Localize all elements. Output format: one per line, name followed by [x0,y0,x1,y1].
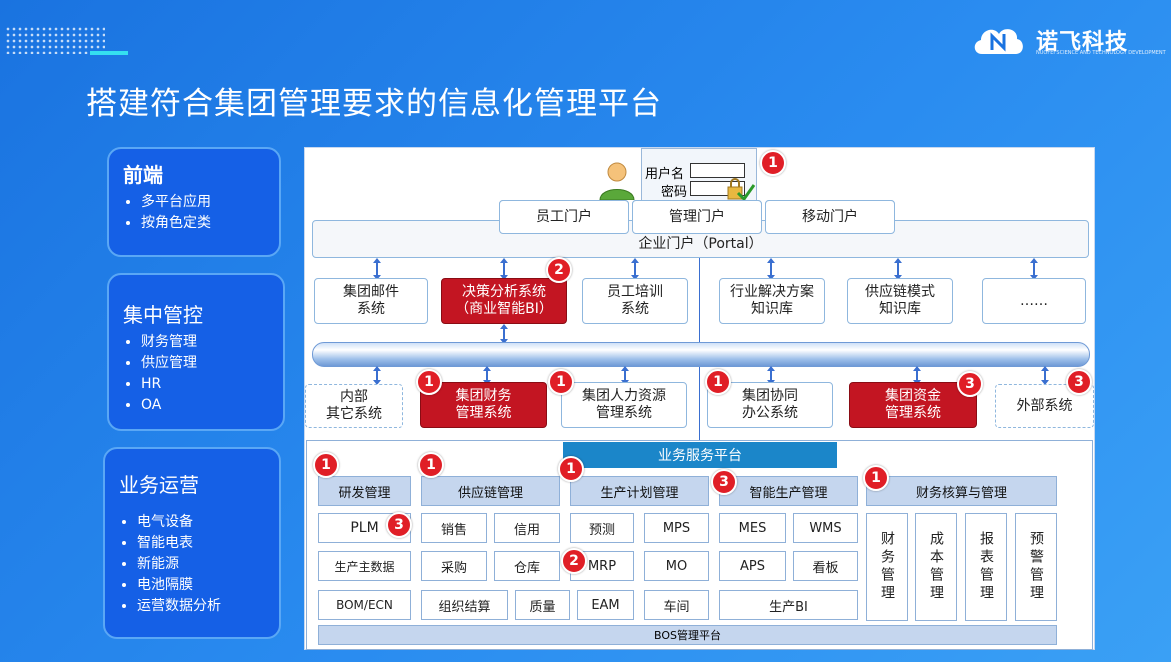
plan-module-header[interactable]: 生产计划管理 [570,476,709,506]
badge-3: 3 [386,512,412,538]
hr-system[interactable]: 集团人力资源管理系统 [561,382,687,428]
acct-module-header[interactable]: 财务核算与管理 [866,476,1057,506]
badge-1: 1 [416,369,442,395]
cell-purchase[interactable]: 采购 [421,551,487,581]
cell-cost-mgmt[interactable]: 成本管理 [915,513,957,621]
page-title: 搭建符合集团管理要求的信息化管理平台 [86,86,662,122]
smart-module-header[interactable]: 智能生产管理 [719,476,858,506]
arrow [1041,366,1049,385]
cell-eam[interactable]: EAM [577,590,634,620]
control-item: HR [141,374,269,395]
operation-item: 新能源 [137,554,265,575]
badge-1: 1 [313,452,339,478]
badge-1: 1 [548,369,574,395]
cell-wms[interactable]: WMS [793,513,858,543]
badge-3: 3 [957,371,983,397]
scm-module-header[interactable]: 供应链管理 [421,476,560,506]
password-label: 密码 [661,185,688,200]
operation-item: 电池隔膜 [137,575,265,596]
rd-module-header[interactable]: 研发管理 [318,476,411,506]
cell-warehouse[interactable]: 仓库 [494,551,560,581]
arrow [631,258,639,280]
badge-3: 3 [1066,369,1092,395]
badge-3: 3 [711,469,737,495]
username-input[interactable] [690,163,745,178]
cell-settlement[interactable]: 组织结算 [421,590,508,620]
operation-card: 业务运营 电气设备 智能电表 新能源 电池隔膜 运营数据分析 [103,447,281,639]
employee-portal-front: 员工门户 [499,200,629,234]
badge-2: 2 [546,257,572,283]
frontend-card: 前端 多平台应用 按角色定类 [107,147,281,257]
arrow [621,366,629,385]
control-item: 供应管理 [141,353,269,374]
badge-1: 1 [558,456,584,482]
operation-item: 电气设备 [137,512,265,533]
frontend-item: 多平台应用 [141,192,265,213]
user-avatar-icon [599,162,635,200]
mobile-portal-front: 移动门户 [765,200,895,234]
cell-mo[interactable]: MO [644,551,709,581]
operation-title: 业务运营 [119,473,199,497]
finance-system[interactable]: 集团财务管理系统 [420,382,547,428]
operation-item: 智能电表 [137,533,265,554]
cell-sales[interactable]: 销售 [421,513,487,543]
cell-forecast[interactable]: 预测 [570,513,634,543]
cell-report-mgmt[interactable]: 报表管理 [965,513,1007,621]
mail-system[interactable]: 集团邮件系统 [314,278,428,324]
cell-aps[interactable]: APS [719,551,786,581]
enterprise-portal-label: 企业门户（Portal） [638,235,763,252]
internal-systems[interactable]: 内部其它系统 [305,384,403,428]
cell-finance-mgmt[interactable]: 财务管理 [866,513,908,621]
control-item: OA [141,395,269,416]
integration-bus [312,342,1090,367]
operation-item: 运营数据分析 [137,596,265,617]
fund-system[interactable]: 集团资金管理系统 [849,382,977,428]
logo-subtitle: NUOFEI SCIENCE AND TECHNOLOGY DEVELOPMEN… [1036,50,1166,56]
control-card: 集中管控 财务管理 供应管理 HR OA [107,273,285,431]
badge-1: 1 [705,369,731,395]
arrow [894,258,902,280]
cell-credit[interactable]: 信用 [494,513,560,543]
cell-quality[interactable]: 质量 [515,590,570,620]
frontend-title: 前端 [123,163,163,187]
username-label: 用户名 [645,167,685,182]
service-platform-title: 业务服务平台 [563,442,837,468]
cell-kanban[interactable]: 看板 [793,551,858,581]
arrow [483,366,491,385]
logo-text: 诺飞科技 [1036,30,1129,55]
bos-platform[interactable]: BOS管理平台 [318,625,1057,645]
cell-bom[interactable]: BOM/ECN [318,590,411,620]
control-item: 财务管理 [141,332,269,353]
arrow [373,258,381,280]
badge-2: 2 [561,548,587,574]
arrow [913,366,921,385]
arrow [500,258,508,280]
badge-1: 1 [760,150,786,176]
cloud-logo-icon [974,29,1023,54]
industry-kb[interactable]: 行业解决方案知识库 [719,278,825,324]
badge-1: 1 [418,452,444,478]
frontend-item: 按角色定类 [141,213,265,234]
badge-1: 1 [863,465,889,491]
arrow [500,324,508,344]
control-title: 集中管控 [123,303,203,327]
bi-system[interactable]: 决策分析系统（商业智能BI） [441,278,567,324]
management-portal-front: 管理门户 [632,200,762,234]
cell-warning-mgmt[interactable]: 预警管理 [1015,513,1057,621]
cell-mes[interactable]: MES [719,513,786,543]
supply-chain-kb[interactable]: 供应链模式知识库 [847,278,953,324]
dot-pattern [5,26,105,54]
training-system[interactable]: 员工培训系统 [582,278,688,324]
cell-workshop[interactable]: 车间 [644,590,709,620]
accent-bar [90,51,128,55]
arrow [373,366,381,385]
arrow [767,366,775,385]
more-systems[interactable]: …… [982,278,1086,324]
lock-check-icon [727,178,756,202]
arrow [1030,258,1038,280]
arrow [767,258,775,280]
cell-master-data[interactable]: 生产主数据 [318,551,411,581]
cell-production-bi[interactable]: 生产BI [719,590,858,620]
cell-mps[interactable]: MPS [644,513,709,543]
